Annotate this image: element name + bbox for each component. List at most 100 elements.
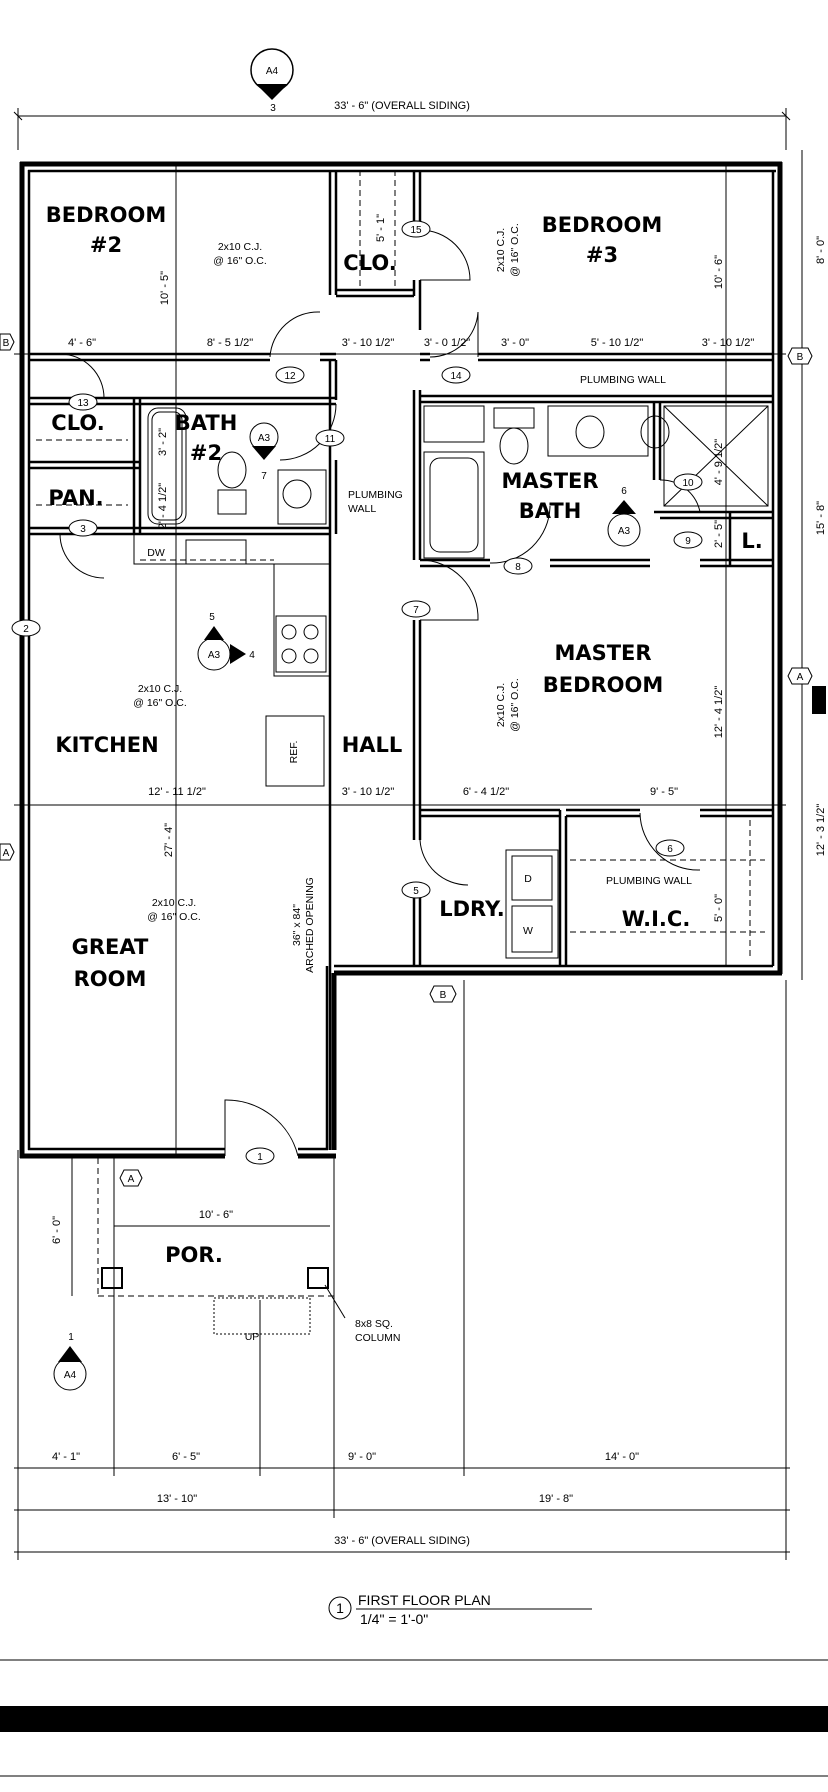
closet-rods [36, 170, 765, 960]
bottom-dimension-lines: 4' - 1" 6' - 5" 9' - 0" 14' - 0" 13' - 1… [14, 980, 790, 1560]
dim-5-10-half: 5' - 10 1/2" [591, 337, 644, 349]
drawing-title: 1 FIRST FLOOR PLAN 1/4" = 1'-0" [0, 1592, 828, 1777]
door-tag-13: 13 [77, 398, 89, 409]
room-closet-left: CLO. [51, 411, 104, 435]
dim-6-0: 6' - 0" [51, 1216, 63, 1244]
room-bath-2-line1: BATH [175, 411, 238, 435]
window-tag-a-porch: A [128, 1174, 135, 1185]
door-tag-2: 2 [23, 624, 29, 635]
dim-5-0: 5' - 0" [713, 894, 725, 922]
section-markers: A3 7 A3 6 A3 5 4 A4 1 A B B A B A [0, 333, 813, 1391]
room-laundry: LDRY. [439, 897, 505, 921]
column-note-line2: COLUMN [355, 1332, 401, 1344]
dim-12-4-half: 12' - 4 1/2" [713, 686, 725, 739]
room-bath-2-line2: #2 [190, 441, 222, 465]
overall-width-top-label: 33' - 6" (OVERALL SIDING) [334, 100, 470, 112]
kitchen-section-ref: A3 [208, 650, 221, 661]
room-labels: BEDROOM #2 BEDROOM #3 CLO. CLO. PAN. BAT… [46, 203, 763, 1267]
window-tag-b-bedroom3: B [797, 352, 804, 363]
dim-8-0: 8' - 0" [815, 236, 827, 264]
master-bath-section-num: 6 [621, 486, 627, 497]
bath2-section-ref: A3 [258, 433, 271, 444]
arched-opening-note-line2: ARCHED OPENING [304, 877, 316, 973]
dim-9-0: 9' - 0" [348, 1451, 376, 1463]
dim-2-4-half: 2' - 4 1/2" [157, 483, 169, 529]
room-bedroom-3-line2: #3 [586, 243, 618, 267]
dim-porch-10-6: 10' - 6" [199, 1209, 233, 1221]
door-tag-1: 1 [257, 1152, 263, 1163]
master-bath-section-ref: A3 [618, 526, 631, 537]
room-bedroom-3-line1: BEDROOM [542, 213, 663, 237]
room-hall: HALL [342, 733, 403, 757]
door-tag-3: 3 [80, 524, 86, 535]
right-side-dimensions: 8' - 0" 15' - 8" 12' - 3 1/2" [801, 150, 827, 980]
door-tag-5: 5 [413, 886, 419, 897]
window-tag-a-great-room: A [3, 848, 10, 859]
door-tag-11: 11 [325, 434, 336, 445]
room-pantry: PAN. [48, 486, 103, 510]
dim-3-2: 3' - 2" [157, 428, 169, 456]
washer-label: W [523, 925, 533, 937]
room-bedroom-2-line2: #2 [90, 233, 122, 257]
room-master-bedroom-line2: BEDROOM [543, 673, 664, 697]
fixtures [133, 405, 769, 959]
door-tag-10: 10 [682, 478, 694, 489]
stair-up-note: UP [245, 1331, 260, 1343]
dim-5-1: 5' - 1" [375, 214, 387, 242]
bath2-section-num: 7 [261, 471, 267, 482]
room-walk-in-closet: W.I.C. [622, 907, 691, 931]
room-master-bath-line1: MASTER [501, 469, 598, 493]
door-tag-14: 14 [450, 371, 462, 382]
drawing-title-scale: 1/4" = 1'-0" [360, 1611, 428, 1627]
porch-dimensions: 10' - 6" 6' - 0" [51, 1158, 330, 1296]
room-kitchen: KITCHEN [55, 733, 158, 757]
room-master-bath-line2: BATH [519, 499, 582, 523]
room-linen: L. [741, 529, 762, 553]
dim-3-10-half-c: 3' - 10 1/2" [342, 786, 395, 798]
door-tag-8: 8 [515, 562, 521, 573]
dim-13-10: 13' - 10" [157, 1493, 197, 1505]
dim-2-5: 2' - 5" [713, 520, 725, 548]
room-great-room-line1: GREAT [72, 935, 149, 959]
exterior-walls [19, 161, 783, 1159]
dim-15-8: 15' - 8" [815, 501, 827, 535]
plumbing-wall-note-wic: PLUMBING WALL [606, 875, 692, 887]
door-tag-7: 7 [413, 605, 419, 616]
kitchen-joist-note-line2: @ 16" O.C. [133, 697, 186, 709]
bedroom3-joist-note-line2: @ 16" O.C. [509, 223, 521, 276]
drawing-title-number: 1 [336, 1600, 344, 1616]
kitchen-section-num-4: 4 [249, 650, 255, 661]
dim-9-5: 9' - 5" [650, 786, 678, 798]
dim-12-3-half: 12' - 3 1/2" [815, 804, 827, 857]
plumbing-wall-note-master: PLUMBING WALL [580, 374, 666, 386]
overall-width-bottom-label: 33' - 6" (OVERALL SIDING) [334, 1535, 470, 1547]
column-note-line1: 8x8 SQ. [355, 1318, 393, 1330]
master-joist-note-line1: 2x10 C.J. [495, 683, 507, 727]
window-tag-a-master: A [797, 672, 804, 683]
room-closet-top: CLO. [343, 251, 396, 275]
dim-3-10-half-b: 3' - 10 1/2" [702, 337, 755, 349]
room-bedroom-2-line1: BEDROOM [46, 203, 167, 227]
dim-10-6: 10' - 6" [713, 255, 725, 289]
interior-dimensions: 4' - 6" 8' - 5 1/2" 3' - 10 1/2" 3' - 0 … [14, 164, 786, 1156]
dim-3-0-half: 3' - 0 1/2" [424, 337, 470, 349]
room-master-bedroom-line1: MASTER [554, 641, 651, 665]
dim-4-1: 4' - 1" [52, 1451, 80, 1463]
dim-19-8: 19' - 8" [539, 1493, 573, 1505]
plumbing-wall-note-bath2-line2: WALL [348, 503, 376, 515]
section-marker-top-ref: A4 [266, 66, 279, 77]
kitchen-section-num-5: 5 [209, 612, 215, 623]
window-tag-b-laundry: B [440, 990, 447, 1001]
dim-14-0: 14' - 0" [605, 1451, 639, 1463]
master-joist-note-line2: @ 16" O.C. [509, 678, 521, 731]
dim-3-10-half-a: 3' - 10 1/2" [342, 337, 395, 349]
section-marker-bottom-num: 1 [68, 1332, 74, 1343]
dim-8-5-half: 8' - 5 1/2" [207, 337, 253, 349]
great-room-joist-note-line2: @ 16" O.C. [147, 911, 200, 923]
room-porch: POR. [165, 1243, 223, 1267]
room-great-room-line2: ROOM [74, 967, 147, 991]
bedroom2-joist-note-line1: 2x10 C.J. [218, 241, 262, 253]
door-tag-12: 12 [284, 371, 296, 382]
bedroom3-joist-note-line1: 2x10 C.J. [495, 228, 507, 272]
